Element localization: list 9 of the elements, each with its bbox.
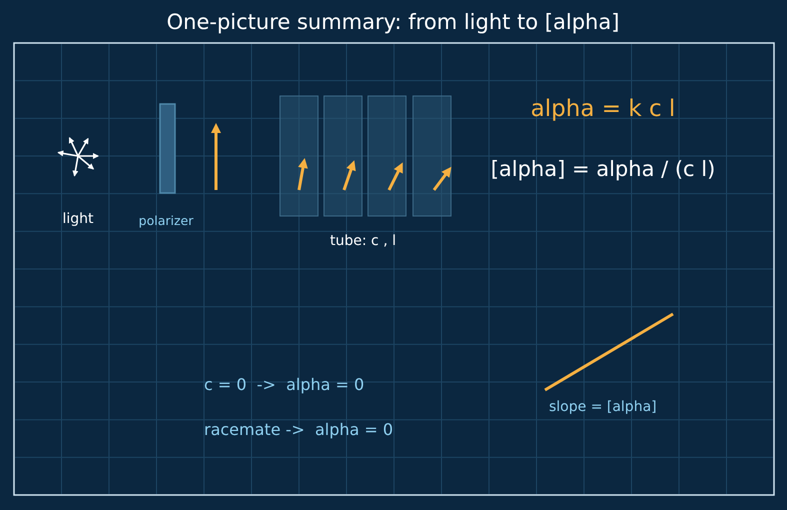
- formula: alpha = k c l: [530, 96, 676, 124]
- axis-note: slope = [alpha]: [549, 399, 657, 416]
- component-label: tube: c , l: [330, 233, 396, 250]
- formula: [alpha] = alpha / (c l): [490, 157, 716, 182]
- note: racemate -> alpha = 0: [204, 420, 394, 440]
- component-label: polarizer: [138, 213, 194, 228]
- diagram-title: One-picture summary: from light to [alpha]: [166, 10, 620, 36]
- note: c = 0 -> alpha = 0: [204, 375, 364, 394]
- component-label: light: [62, 211, 94, 228]
